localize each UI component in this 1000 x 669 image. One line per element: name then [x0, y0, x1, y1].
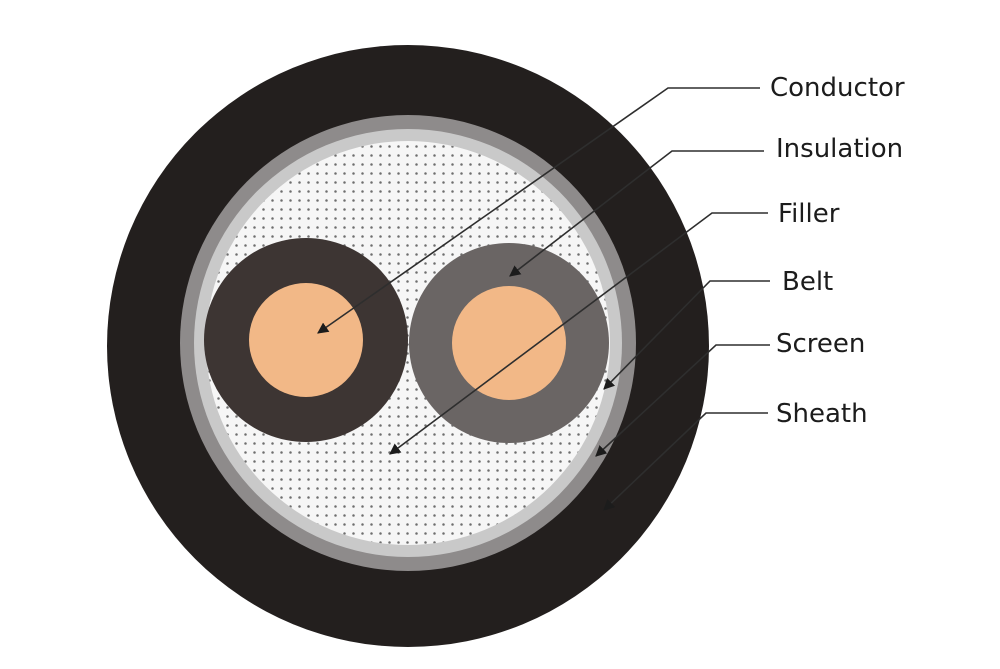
- screen-label: Screen: [776, 329, 865, 359]
- right-core-conductor: [452, 286, 566, 400]
- screen-leader-line: [595, 344, 770, 457]
- insulation-leader-line: [509, 150, 764, 277]
- sheath-leader-line: [603, 412, 768, 511]
- sheath-label: Sheath: [776, 399, 868, 429]
- insulation-label: Insulation: [776, 134, 903, 164]
- conductor-leader-line: [317, 87, 760, 334]
- conductor-label: Conductor: [770, 73, 905, 103]
- filler-label: Filler: [778, 199, 840, 229]
- belt-label: Belt: [782, 267, 833, 297]
- belt-leader-line: [603, 280, 770, 390]
- left-core-conductor: [249, 283, 363, 397]
- filler-leader-line: [389, 212, 768, 455]
